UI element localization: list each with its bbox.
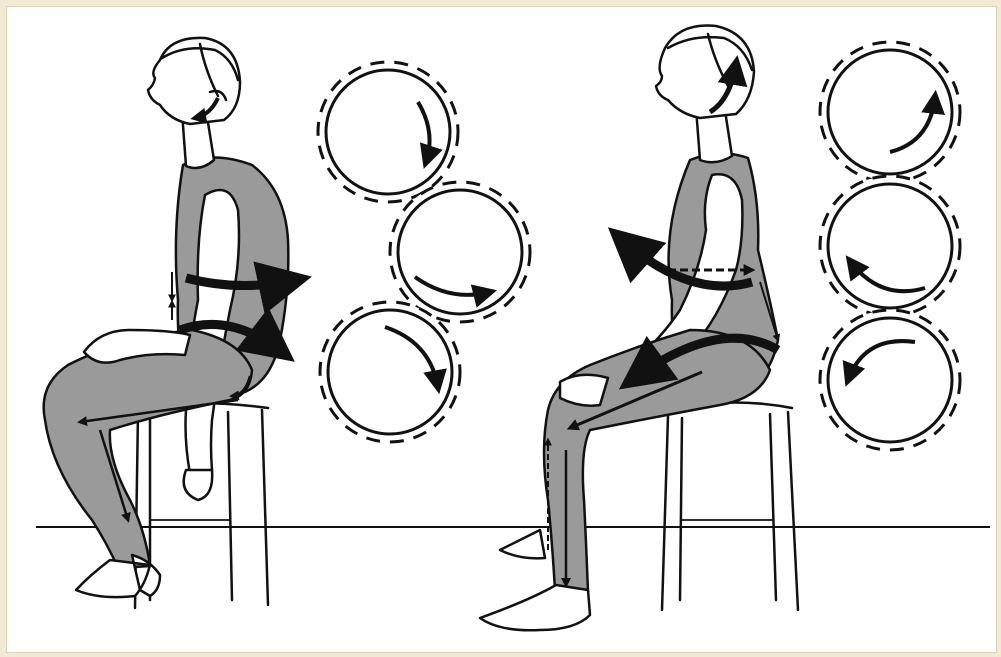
gear-right-top [820,42,960,182]
left-hand [184,470,213,500]
gear-right-middle [820,176,960,316]
upright-figure [480,25,798,630]
left-gear-stack [318,62,530,442]
right-front-hand [560,375,608,406]
right-stool [662,402,798,610]
left-head [148,38,240,124]
right-head [656,25,754,118]
gear-left-bottom [320,302,460,442]
gear-left-middle [390,182,530,322]
gear-right-bottom [820,310,960,450]
right-gear-stack [820,42,960,450]
left-feet [76,555,160,597]
gear-left-top [318,62,458,202]
left-legs [44,330,252,568]
right-legs [544,330,770,592]
slumped-figure [44,38,289,608]
